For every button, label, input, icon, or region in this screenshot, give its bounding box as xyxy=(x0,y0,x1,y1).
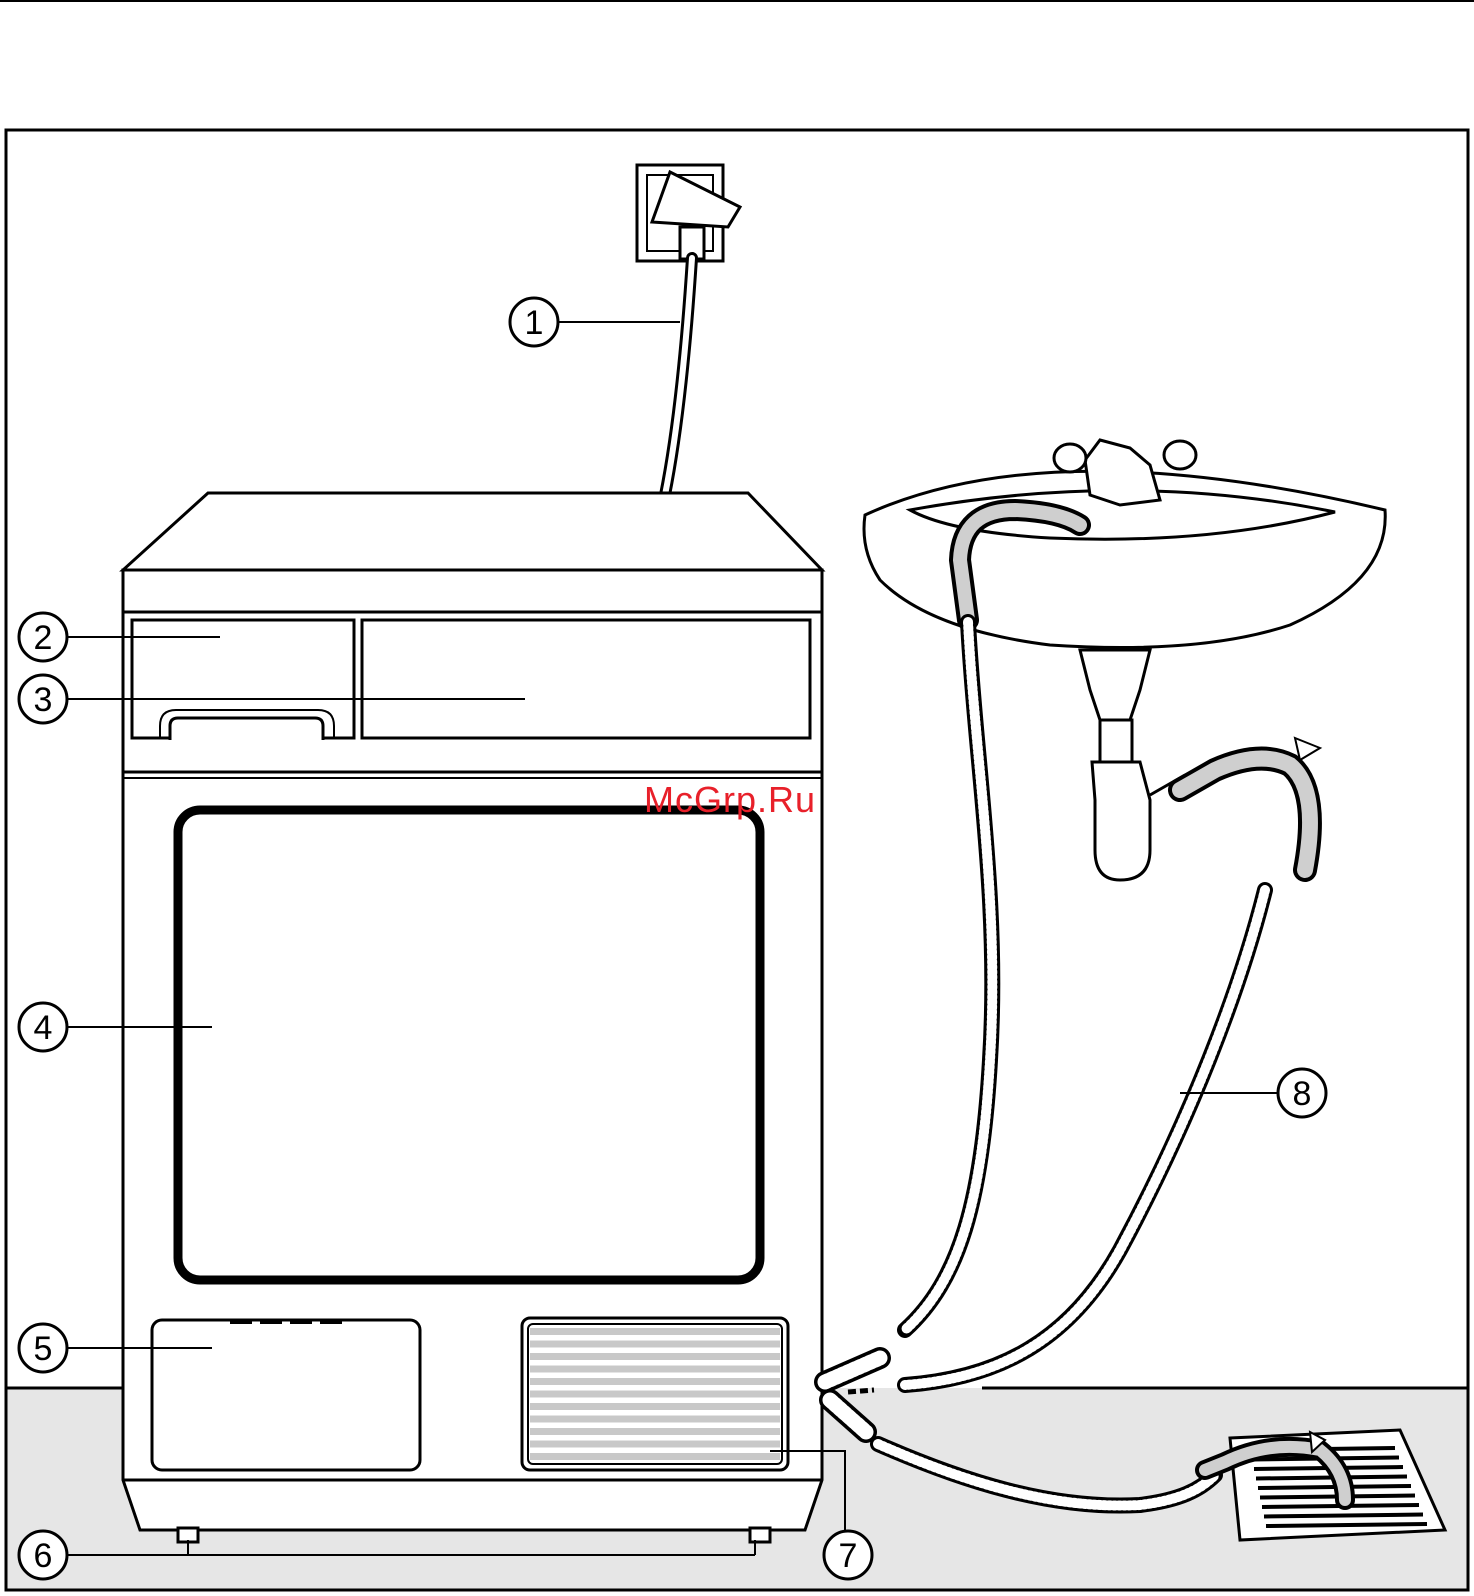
callout-6-label: 6 xyxy=(34,1537,53,1575)
control-panel xyxy=(362,620,810,738)
callout-2-label: 2 xyxy=(34,619,53,657)
callout-5-label: 5 xyxy=(34,1330,53,1368)
dryer-top xyxy=(123,493,822,570)
grille-slat xyxy=(530,1441,780,1448)
callout-7: 7 xyxy=(824,1531,872,1579)
wall-socket xyxy=(637,165,740,261)
callout-1-label: 1 xyxy=(525,304,544,342)
callout-6: 6 xyxy=(19,1531,67,1579)
callout-3: 3 xyxy=(19,675,67,723)
callout-8: 8 xyxy=(1278,1069,1326,1117)
drain-hose-to-trap xyxy=(905,890,1265,1385)
dryer xyxy=(123,493,822,1542)
grille-slat xyxy=(530,1403,780,1410)
callout-8-label: 8 xyxy=(1293,1075,1312,1113)
grille-slat xyxy=(530,1416,780,1423)
callout-2: 2 xyxy=(19,613,67,661)
callout-4-label: 4 xyxy=(34,1009,53,1047)
callout-3-label: 3 xyxy=(34,681,53,719)
grille-slat xyxy=(530,1391,780,1398)
callout-5: 5 xyxy=(19,1324,67,1372)
grille-slat xyxy=(530,1328,780,1335)
grille-slat xyxy=(530,1428,780,1435)
grille-slat xyxy=(530,1341,780,1348)
floor-drain-slat xyxy=(1264,1515,1423,1517)
floor-drain xyxy=(1205,1430,1445,1540)
foot-left xyxy=(178,1528,198,1542)
basin-tap xyxy=(1085,440,1160,505)
heat-exchanger-access-panel xyxy=(152,1320,420,1470)
callout-7-label: 7 xyxy=(839,1537,858,1575)
grille-slat xyxy=(530,1453,780,1460)
grille-slat xyxy=(530,1366,780,1373)
foot-right xyxy=(750,1528,770,1542)
floor-drain-slat xyxy=(1266,1524,1427,1526)
grille-slat xyxy=(530,1353,780,1360)
grille-slat xyxy=(530,1378,780,1385)
callout-1: 1 xyxy=(510,298,558,346)
loading-door xyxy=(178,810,760,1280)
watermark-text: McGrp.Ru xyxy=(644,779,816,820)
callout-4: 4 xyxy=(19,1003,67,1051)
